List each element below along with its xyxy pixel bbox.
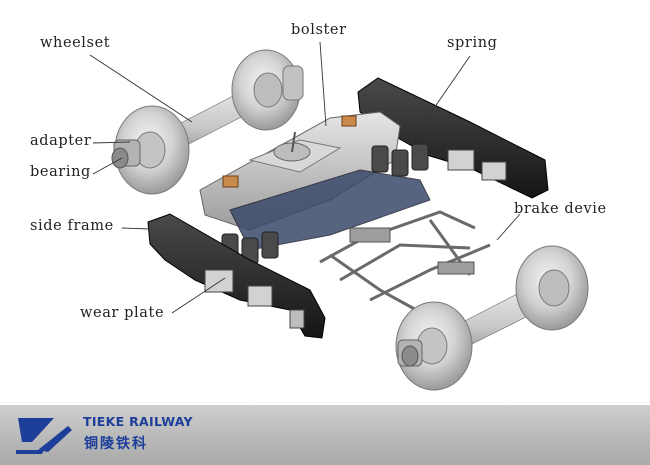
wear-plate-leader: [171, 277, 226, 314]
label-wear-plate: wear plate: [80, 305, 165, 321]
label-adapter: adapter: [30, 133, 92, 149]
label-spring: spring: [447, 35, 498, 51]
near-side-frame: [147, 213, 326, 339]
label-brake-device: brake devie: [514, 201, 607, 217]
brake-device-leader: [496, 213, 521, 241]
label-wheelset: wheelset: [40, 35, 111, 51]
far-side-frame: [357, 77, 549, 199]
rear-wheelset: [111, 49, 304, 195]
label-side-frame: side frame: [30, 218, 114, 234]
spring-group-right: [371, 143, 429, 177]
front-wheelset: [395, 245, 589, 391]
side-frame-leader: [121, 227, 151, 230]
bolster-leader: [319, 41, 327, 127]
leader-lines: [89, 41, 521, 314]
bolster: [199, 111, 431, 251]
adapter-leader: [92, 141, 131, 144]
bogie-exploded-diagram: [89, 41, 589, 391]
wheelset-leader: [89, 54, 193, 123]
brand-name-english: TIEKE RAILWAY: [83, 414, 193, 429]
tieke-logo-icon: [16, 418, 72, 454]
label-bearing: bearing: [30, 164, 91, 180]
bearing-leader: [92, 157, 123, 175]
brand-name-chinese: 铜陵铁科: [84, 436, 148, 452]
brake-device: [319, 210, 491, 314]
spring-leader: [411, 55, 471, 141]
footer-bar: [0, 405, 650, 465]
label-bolster: bolster: [291, 22, 347, 38]
